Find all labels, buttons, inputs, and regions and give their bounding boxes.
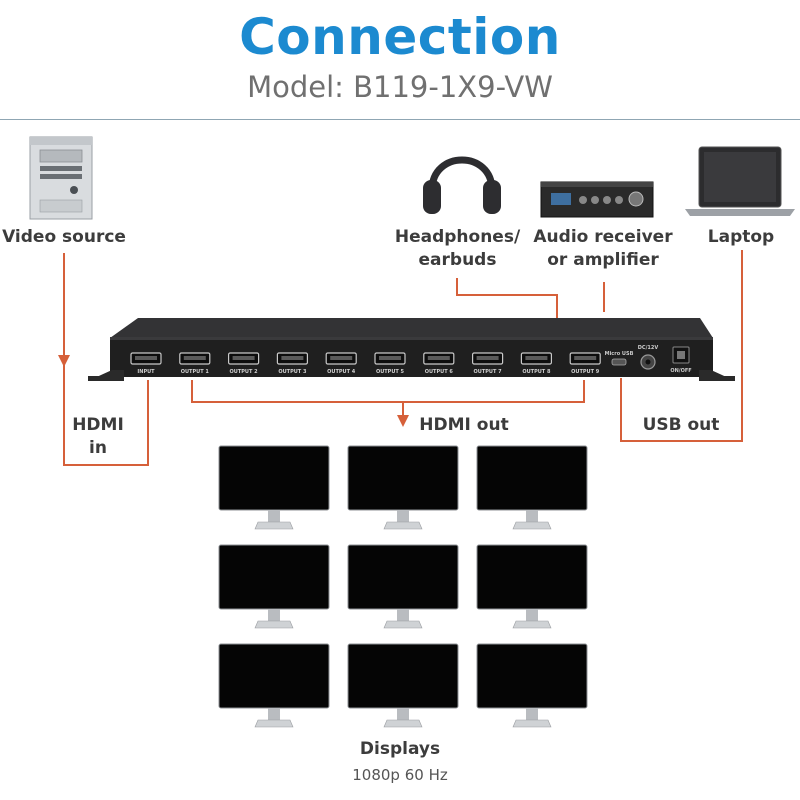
hdmi-ports: [130, 352, 601, 365]
hdmi-out-arrow: [397, 415, 409, 427]
display-screen-3: [476, 445, 588, 511]
display-9: [476, 643, 588, 728]
hdmi-port-pins-3: [281, 356, 304, 360]
display-3: [476, 445, 588, 530]
display-8: [347, 643, 459, 728]
hdmi-out-line: [191, 380, 585, 403]
onoff-label: ON/OFF: [670, 368, 691, 374]
page-title: Connection: [239, 8, 561, 66]
usb-out-label: USB out: [642, 415, 720, 435]
display-neck-1: [268, 510, 280, 522]
display-neck-3: [526, 510, 538, 522]
video-source-arrow: [58, 355, 70, 367]
port-label-5: OUTPUT 5: [376, 369, 405, 375]
port-label-6: OUTPUT 6: [425, 369, 454, 375]
display-neck-8: [397, 708, 409, 720]
display-4: [218, 544, 330, 629]
port-label-1: OUTPUT 1: [181, 369, 210, 375]
headphones-label: Headphones/ earbuds: [390, 226, 525, 272]
port-label-2: OUTPUT 2: [230, 369, 259, 375]
display-screen-2: [347, 445, 459, 511]
display-screen-6: [476, 544, 588, 610]
hdmi-splitter-device: [88, 318, 735, 381]
hdmi-port-pins-1: [183, 356, 206, 360]
displays-grid: [218, 445, 588, 728]
display-1: [218, 445, 330, 530]
hdmi-port-pins-0: [135, 356, 157, 360]
micro-usb-label: Micro USB: [605, 351, 634, 357]
dc-label: DC/12V: [638, 345, 659, 351]
hdmi-in-line2: in: [89, 438, 107, 458]
hdmi-port-pins-4: [330, 356, 353, 360]
display-base-9: [512, 719, 552, 728]
display-screen-4: [218, 544, 330, 610]
port-label-9: OUTPUT 9: [571, 369, 600, 375]
power-controls: Micro USB DC/12V ON/OFF: [605, 345, 692, 374]
audio-receiver-label: Audio receiver or amplifier: [530, 226, 676, 272]
display-neck-6: [526, 609, 538, 621]
hdmi-port-pins-7: [476, 356, 499, 360]
display-neck-9: [526, 708, 538, 720]
headphones-label-line1: Headphones/: [394, 227, 521, 247]
headphones-line: [456, 278, 558, 318]
port-label-7: OUTPUT 7: [474, 369, 503, 375]
display-6: [476, 544, 588, 629]
display-base-1: [254, 521, 294, 530]
video-source-label: Video source: [2, 227, 126, 247]
hdmi-in-label: HDMI in: [70, 414, 126, 460]
laptop-icon: [685, 146, 795, 216]
audio-receiver-label-line1: Audio receiver: [533, 227, 673, 247]
hdmi-port-pins-9: [574, 356, 597, 360]
micro-usb-port: [611, 358, 627, 366]
display-base-2: [383, 521, 423, 530]
display-neck-5: [397, 609, 409, 621]
display-neck-7: [268, 708, 280, 720]
display-base-7: [254, 719, 294, 728]
display-screen-9: [476, 643, 588, 709]
display-neck-2: [397, 510, 409, 522]
headphones-label-line2: earbuds: [418, 250, 497, 270]
display-screen-8: [347, 643, 459, 709]
hdmi-port-pins-2: [232, 356, 255, 360]
laptop-label: Laptop: [707, 227, 775, 247]
hdmi-in-line1: HDMI: [72, 415, 124, 435]
display-base-8: [383, 719, 423, 728]
displays-resolution: 1080p 60 Hz: [352, 766, 448, 784]
hdmi-port-pins-5: [379, 356, 401, 360]
display-base-3: [512, 521, 552, 530]
display-2: [347, 445, 459, 530]
header-divider: [0, 119, 800, 120]
display-base-6: [512, 620, 552, 629]
port-label-8: OUTPUT 8: [522, 369, 551, 375]
display-neck-4: [268, 609, 280, 621]
audio-receiver-icon: [540, 181, 654, 218]
display-5: [347, 544, 459, 629]
display-screen-1: [218, 445, 330, 511]
displays-caption: Displays: [359, 739, 441, 759]
hdmi-out-label: HDMI out: [419, 415, 509, 435]
display-screen-7: [218, 643, 330, 709]
display-7: [218, 643, 330, 728]
desktop-tower-icon: [29, 136, 93, 220]
hdmi-port-pins-6: [427, 356, 450, 360]
audio-receiver-label-line2: or amplifier: [547, 250, 659, 270]
model-subtitle: Model: B119-1X9-VW: [247, 70, 553, 104]
hdmi-port-pins-8: [525, 356, 548, 360]
port-label-4: OUTPUT 4: [327, 369, 356, 375]
port-labels: INPUT OUTPUT 1 OUTPUT 2 OUTPUT 3 OUTPUT 4 OUT…: [137, 369, 599, 375]
display-base-5: [383, 620, 423, 629]
port-label-0: INPUT: [137, 369, 155, 375]
display-screen-5: [347, 544, 459, 610]
usb-out-line: [620, 250, 743, 442]
port-label-3: OUTPUT 3: [278, 369, 307, 375]
display-base-4: [254, 620, 294, 629]
headphones-icon: [423, 156, 501, 214]
